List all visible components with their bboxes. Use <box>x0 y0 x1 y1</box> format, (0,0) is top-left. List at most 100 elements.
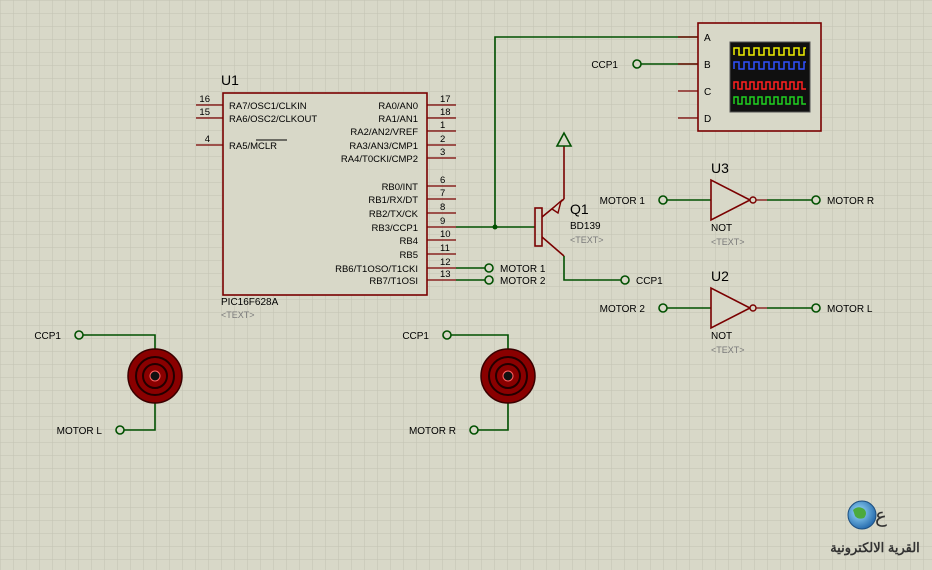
oscilloscope[interactable]: A B C D <box>678 22 822 132</box>
scope-channel-a: A <box>704 33 711 44</box>
u3-type: NOT <box>711 223 732 234</box>
right-motor-ring-outer <box>488 356 528 396</box>
terminals: CCP1 MOTOR 1 MOTOR 2 CCP1 MOTOR 1 MOTOR … <box>34 59 874 437</box>
logo-text: القرية الالكترونية <box>830 540 920 556</box>
q1-reference: Q1 <box>570 201 589 217</box>
not-gate-u2[interactable]: U2 NOT <TEXT> <box>710 268 767 355</box>
u1-pin-name: RB0/INT <box>382 182 419 193</box>
u2-type: NOT <box>711 331 732 342</box>
left-motor-shaft <box>149 370 161 382</box>
u1-pin-name: RB6/T1OSO/T1CKI <box>335 264 418 275</box>
scope-channel-d: D <box>704 114 711 125</box>
u1-pin-number: 15 <box>199 107 210 118</box>
u1-pin-number: 11 <box>440 243 450 254</box>
u1-pin-name: RB2/TX/CK <box>369 209 419 220</box>
terminal-q1-emitter-ccp1[interactable] <box>620 275 630 285</box>
u1-pin-name: RB4 <box>400 236 418 247</box>
u1-text-placeholder: <TEXT> <box>221 310 255 320</box>
u1-pin-name: RB7/T1OSI <box>369 276 418 287</box>
terminal-right-motor-ccp1-label: CCP1 <box>402 331 429 342</box>
wire-ccp1-to-left-motor <box>82 334 156 350</box>
scope-trace <box>733 47 806 56</box>
scope-traces <box>733 47 806 105</box>
terminal-u3-input-label: MOTOR 1 <box>600 196 646 207</box>
u1-pin-number: 17 <box>440 94 451 105</box>
right-motor-ring-inner <box>495 363 521 389</box>
left-motor-ring-outer <box>135 356 175 396</box>
u1-pin-number: 13 <box>440 269 451 280</box>
u2-bubble <box>749 304 757 312</box>
u1-part-number: PIC16F628A <box>221 297 279 308</box>
q1-base-bar <box>534 207 543 247</box>
terminal-rb7-label: MOTOR 2 <box>500 276 546 287</box>
u1-pin-name: RA4/T0CKI/CMP2 <box>341 154 418 165</box>
dc-motor-right[interactable] <box>480 348 536 404</box>
terminal-rb7-motor2[interactable] <box>484 275 494 285</box>
u1-reference: U1 <box>221 72 239 88</box>
scope-trace <box>733 96 806 105</box>
u1-pin-name: RA6/OSC2/CLKOUT <box>229 114 317 125</box>
terminal-u3-output-label: MOTOR R <box>827 196 874 207</box>
u1-pin-number: 12 <box>440 257 451 268</box>
u1-pin-number: 3 <box>440 147 445 158</box>
terminal-right-motor-ccp1[interactable] <box>442 330 452 340</box>
wires <box>82 36 812 431</box>
u3-text-placeholder: <TEXT> <box>711 237 745 247</box>
u3-body <box>710 178 752 222</box>
u1-pin-name: RA3/AN3/CMP1 <box>349 141 418 152</box>
right-motor-shaft <box>502 370 514 382</box>
terminal-rb6-label: MOTOR 1 <box>500 264 546 275</box>
terminal-u2-input[interactable] <box>658 303 668 313</box>
u2-body <box>710 286 752 330</box>
terminal-right-motor-motorr-label: MOTOR R <box>409 426 456 437</box>
u1-pin-number: 10 <box>440 229 451 240</box>
wire-rb3-to-scope-a <box>494 36 698 227</box>
q1-emitter-lead <box>541 236 565 257</box>
terminal-rb6-motor1[interactable] <box>484 263 494 273</box>
terminal-u3-output[interactable] <box>811 195 821 205</box>
scope-channel-c: C <box>704 87 711 98</box>
u1-pin-name: RA2/AN2/VREF <box>350 127 418 138</box>
terminal-left-motor-motorl[interactable] <box>115 425 125 435</box>
wire-q1-emitter-to-ccp1 <box>563 256 621 281</box>
u1-pin-name: RA1/AN1 <box>378 114 418 125</box>
terminal-ccp1-scope[interactable] <box>632 59 642 69</box>
wire-motorl-to-left-motor <box>124 402 156 431</box>
not-gate-u3[interactable]: U3 NOT <TEXT> <box>710 160 767 247</box>
u1-right-pins: 17RA0/AN018RA1/AN11RA2/AN2/VREF2RA3/AN3/… <box>335 94 456 287</box>
u1-pin-number: 1 <box>440 120 445 131</box>
u1-pin-name: RA0/AN0 <box>378 101 418 112</box>
q1-supply-arrow <box>555 131 573 147</box>
terminal-left-motor-ccp1[interactable] <box>74 330 84 340</box>
terminal-u2-output[interactable] <box>811 303 821 313</box>
u2-reference: U2 <box>711 268 729 284</box>
u1-left-pins: 16RA7/OSC1/CLKIN15RA6/OSC2/CLKOUT4RA5/MC… <box>196 94 317 152</box>
u1-pin-number: 18 <box>440 107 451 118</box>
u1-pin-number: 9 <box>440 216 445 227</box>
terminal-u2-output-label: MOTOR L <box>827 304 873 315</box>
scope-trace <box>733 61 806 70</box>
scope-trace <box>733 81 806 90</box>
microcontroller-u1[interactable]: U1 16RA7/OSC1/CLKIN15RA6/OSC2/CLKOUT4RA5… <box>196 72 456 320</box>
terminal-q1-emitter-label: CCP1 <box>636 276 663 287</box>
u1-body[interactable] <box>222 92 428 296</box>
terminal-right-motor-motorr[interactable] <box>469 425 479 435</box>
globe-land <box>853 507 866 519</box>
u1-pin-name: RB3/CCP1 <box>372 223 418 234</box>
terminal-left-motor-motorl-label: MOTOR L <box>57 426 103 437</box>
u1-pin-number: 16 <box>199 94 210 105</box>
q1-part-number: BD139 <box>570 221 601 232</box>
dc-motor-left[interactable] <box>127 348 183 404</box>
transistor-q1[interactable]: Q1 BD139 <TEXT> <box>534 131 604 257</box>
terminal-u3-input[interactable] <box>658 195 668 205</box>
u1-pin-number: 4 <box>205 134 210 145</box>
terminal-left-motor-ccp1-label: CCP1 <box>34 331 61 342</box>
scope-channel-b: B <box>704 60 711 71</box>
q1-arrow <box>550 198 563 215</box>
u2-text-placeholder: <TEXT> <box>711 345 745 355</box>
u1-pin-number: 6 <box>440 175 445 186</box>
left-motor-ring-inner <box>142 363 168 389</box>
site-logo: ع القرية الالكترونية <box>830 500 920 556</box>
